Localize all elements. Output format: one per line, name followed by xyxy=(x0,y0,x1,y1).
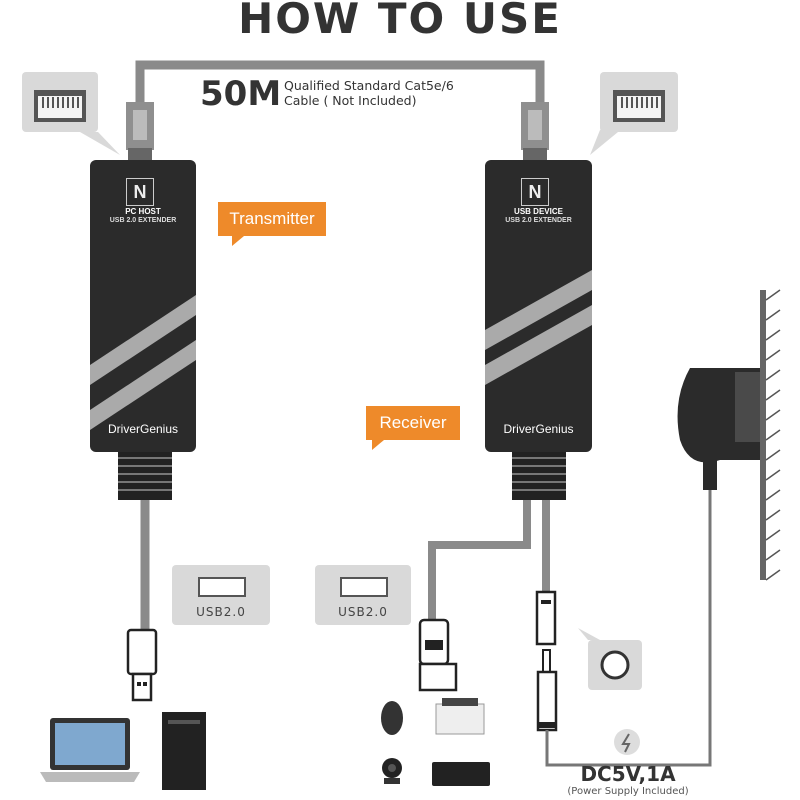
stripe-decoration xyxy=(90,295,196,430)
receiver-unit: N USB DEVICE USB 2.0 EXTENDER DriverGeni… xyxy=(485,160,592,452)
usb-female-connector-icon xyxy=(418,618,458,692)
wall-icon xyxy=(760,289,781,581)
unit-label: PC HOST xyxy=(125,207,161,216)
keyboard-icon xyxy=(432,762,490,786)
transmitter-tag: Transmitter xyxy=(218,202,326,236)
dc-plug-icon xyxy=(536,649,558,732)
unit-sublabel: USB 2.0 EXTENDER xyxy=(505,217,572,224)
usb-port-icon xyxy=(198,577,246,597)
strain-relief-right xyxy=(512,450,566,500)
power-spec: DC5V,1A xyxy=(580,762,676,786)
laptop-icon xyxy=(40,718,140,782)
receiver-tag: Receiver xyxy=(366,406,460,440)
power-supply-cable xyxy=(545,490,712,767)
cable-length: 50M xyxy=(200,74,282,114)
printer-icon xyxy=(435,698,485,735)
brand-label: DriverGenius xyxy=(107,422,179,436)
dc-port-bubble-icon xyxy=(578,628,642,690)
strain-relief-left xyxy=(118,450,172,500)
rj45-plug-left-icon xyxy=(126,102,154,160)
power-note: (Power Supply Included) xyxy=(567,786,689,797)
usb-label: USB2.0 xyxy=(196,605,246,619)
rj45-port-bubble-left-icon xyxy=(22,72,120,155)
lightning-icon xyxy=(614,729,640,755)
tag-pointer xyxy=(372,440,384,450)
unit-sublabel: USB 2.0 EXTENDER xyxy=(109,217,177,224)
logo-icon: N xyxy=(521,178,549,206)
mouse-icon xyxy=(381,701,403,735)
dc-jack-icon xyxy=(535,590,557,646)
cable-desc-line2: Cable ( Not Included) xyxy=(284,93,417,108)
unit-label: USB DEVICE xyxy=(514,207,563,216)
usb-port-bubble-left: USB2.0 xyxy=(172,565,270,625)
usb-port-icon xyxy=(340,577,388,597)
ethernet-cable xyxy=(135,60,545,102)
brand-label: DriverGenius xyxy=(503,422,574,436)
power-adapter-icon xyxy=(677,368,760,490)
usb-cable-right xyxy=(428,500,531,625)
usb-port-bubble-right: USB2.0 xyxy=(315,565,411,625)
transmitter-unit: N PC HOST USB 2.0 EXTENDER DriverGenius xyxy=(90,160,196,452)
usb-label: USB2.0 xyxy=(338,605,388,619)
webcam-icon xyxy=(382,758,402,784)
cable-desc-line1: Qualified Standard Cat5e/6 xyxy=(284,78,454,93)
page-title: HOW TO USE xyxy=(238,0,562,43)
desktop-tower-icon xyxy=(162,712,206,790)
logo-icon: N xyxy=(126,178,154,206)
usb-a-plug-icon xyxy=(126,628,158,702)
tag-pointer xyxy=(232,236,244,246)
rj45-plug-right-icon xyxy=(521,102,549,160)
stripe-decoration xyxy=(485,270,592,385)
cable-description: Qualified Standard Cat5e/6 Cable ( Not I… xyxy=(284,78,454,108)
rj45-port-bubble-right-icon xyxy=(590,72,678,155)
